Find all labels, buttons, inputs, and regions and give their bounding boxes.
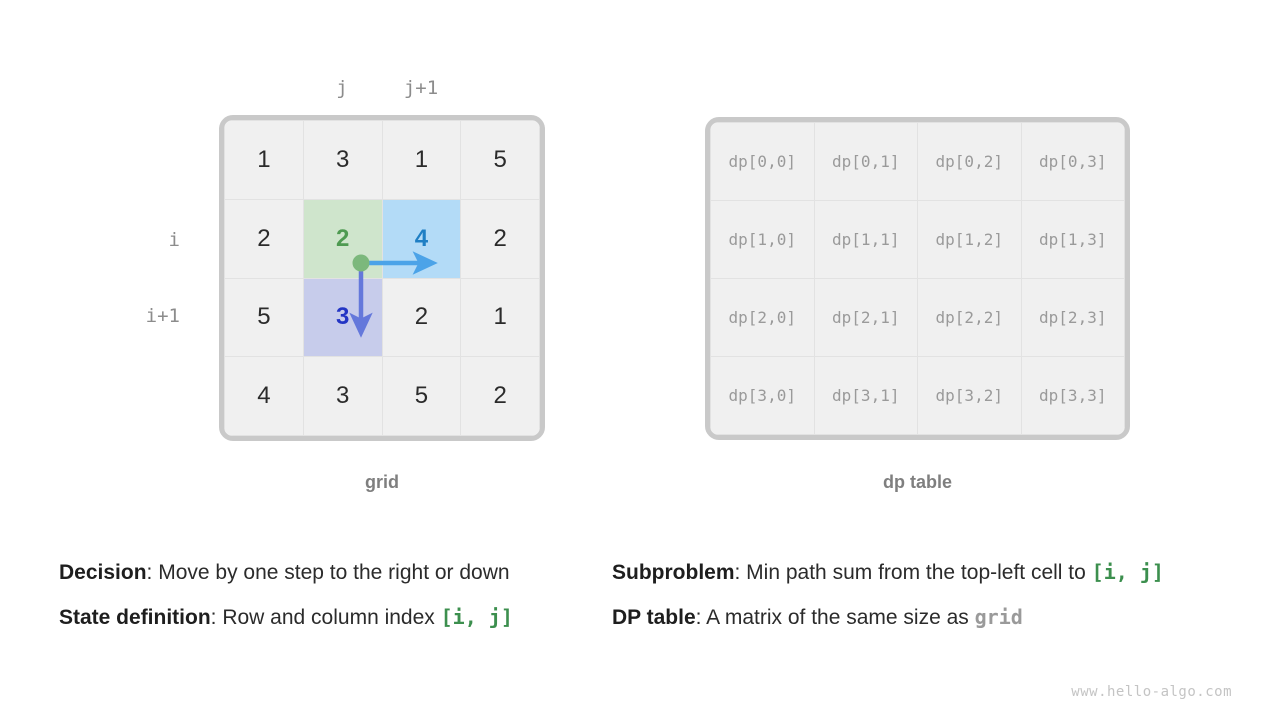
grid-cell-1-0[interactable]: 2	[224, 198, 304, 279]
grid-cell-2-0[interactable]: 5	[224, 277, 304, 358]
dp-cell-0-1[interactable]: dp[0,1]	[813, 122, 918, 201]
note-state-code: [i, j]	[440, 605, 513, 629]
dp-cell-0-0[interactable]: dp[0,0]	[710, 122, 815, 201]
note-state-text: : Row and column index	[210, 606, 441, 629]
column-index-label-j: j	[336, 77, 348, 99]
dp-cell-1-0[interactable]: dp[1,0]	[710, 200, 815, 279]
column-index-label-j-plus-1: j+1	[403, 77, 439, 99]
dp-table-element: dp[0,0]dp[0,1]dp[0,2]dp[0,3]dp[1,0]dp[1,…	[710, 122, 1125, 435]
dp-cell-1-3[interactable]: dp[1,3]	[1020, 200, 1125, 279]
note-state-definition: State definition: Row and column index […	[59, 607, 513, 628]
dp-matrix: dp[0,0]dp[0,1]dp[0,2]dp[0,3]dp[1,0]dp[1,…	[705, 117, 1130, 440]
dp-cell-0-3[interactable]: dp[0,3]	[1020, 122, 1125, 201]
grid-cell-1-1[interactable]: 2	[302, 198, 383, 279]
dp-cell-2-3[interactable]: dp[2,3]	[1020, 278, 1125, 357]
grid-cell-0-1[interactable]: 3	[302, 120, 383, 200]
grid-cell-0-2[interactable]: 1	[381, 120, 462, 200]
note-decision-text: : Move by one step to the right or down	[146, 561, 510, 584]
note-subproblem-text: : Min path sum from the top-left cell to	[734, 561, 1092, 584]
dp-cell-2-2[interactable]: dp[2,2]	[917, 278, 1022, 357]
row-index-label-i-plus-1: i+1	[145, 305, 180, 327]
grid-cell-2-1[interactable]: 3	[302, 277, 383, 358]
grid-caption: grid	[365, 472, 399, 492]
dp-cell-3-1[interactable]: dp[3,1]	[813, 356, 918, 435]
grid-cell-0-0[interactable]: 1	[224, 120, 304, 200]
dp-row: dp[2,0]dp[2,1]dp[2,2]dp[2,3]	[710, 278, 1125, 357]
grid-cell-0-3[interactable]: 5	[460, 120, 540, 200]
dp-cell-2-0[interactable]: dp[2,0]	[710, 278, 815, 357]
grid-cell-2-2[interactable]: 2	[381, 277, 462, 358]
grid-cell-3-3[interactable]: 2	[460, 356, 540, 436]
note-decision: Decision: Move by one step to the right …	[59, 562, 510, 583]
dp-row: dp[1,0]dp[1,1]dp[1,2]dp[1,3]	[710, 200, 1125, 279]
grid-cell-2-3[interactable]: 1	[460, 277, 540, 358]
dp-cell-3-2[interactable]: dp[3,2]	[917, 356, 1022, 435]
note-subproblem-label: Subproblem	[612, 561, 735, 584]
dp-row: dp[3,0]dp[3,1]dp[3,2]dp[3,3]	[710, 356, 1125, 435]
site-watermark: www.hello-algo.com	[1071, 684, 1232, 700]
grid-cell-1-3[interactable]: 2	[460, 198, 540, 279]
note-subproblem-code: [i, j]	[1091, 560, 1164, 584]
dp-cell-0-2[interactable]: dp[0,2]	[917, 122, 1022, 201]
dp-cell-1-2[interactable]: dp[1,2]	[917, 200, 1022, 279]
note-dp-table: DP table: A matrix of the same size as g…	[612, 607, 1023, 628]
note-decision-label: Decision	[59, 561, 147, 584]
grid-cell-3-2[interactable]: 5	[381, 356, 462, 436]
dp-cell-3-3[interactable]: dp[3,3]	[1020, 356, 1125, 435]
dp-cell-1-1[interactable]: dp[1,1]	[813, 200, 918, 279]
dp-row: dp[0,0]dp[0,1]dp[0,2]dp[0,3]	[710, 122, 1125, 201]
note-subproblem: Subproblem: Min path sum from the top-le…	[612, 562, 1164, 583]
note-dptable-label: DP table	[612, 606, 696, 629]
dp-cell-3-0[interactable]: dp[3,0]	[710, 356, 815, 435]
dp-cell-2-1[interactable]: dp[2,1]	[813, 278, 918, 357]
grid-cell-3-0[interactable]: 4	[224, 356, 304, 436]
dp-table-caption: dp table	[882, 472, 952, 492]
grid-cell-1-2[interactable]: 4	[381, 198, 462, 279]
grid-cell-3-1[interactable]: 3	[302, 356, 383, 436]
note-dptable-code: grid	[974, 605, 1023, 629]
note-state-label: State definition	[59, 606, 211, 629]
note-dptable-text: : A matrix of the same size as	[695, 606, 975, 629]
row-index-label-i: i	[168, 229, 180, 251]
